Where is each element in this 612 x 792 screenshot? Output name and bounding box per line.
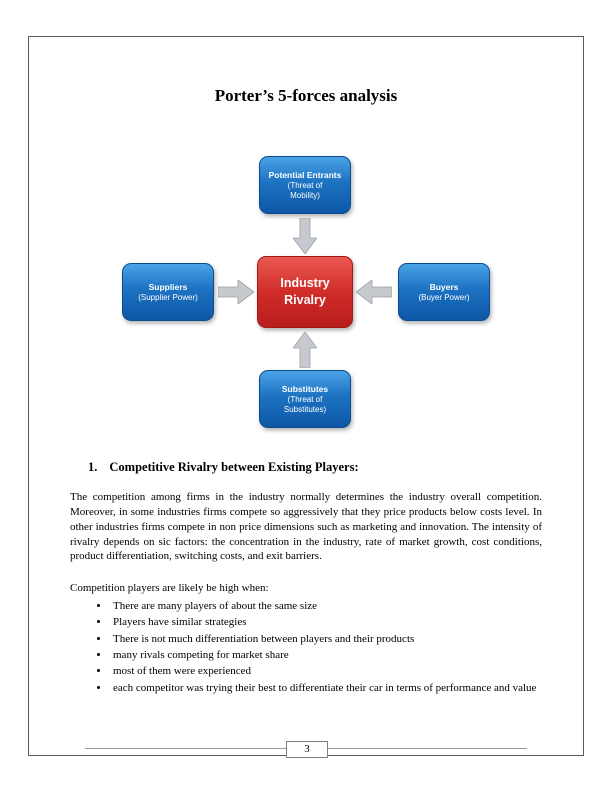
box-subtitle-line1: (Threat of xyxy=(287,180,323,190)
section-number: 1. xyxy=(88,460,98,474)
page-title: Porter’s 5-forces analysis xyxy=(214,86,398,105)
arrow-left-icon xyxy=(356,280,392,304)
box-title: Suppliers xyxy=(148,281,188,292)
bullet-item: each competitor was trying their best to… xyxy=(110,681,542,696)
diagram-box-buyers: Buyers (Buyer Power) xyxy=(398,263,490,321)
center-box-line2: Rivalry xyxy=(284,293,326,307)
section-heading-text: Competitive Rivalry between Existing Pla… xyxy=(109,460,359,474)
diagram-box-substitutes: Substitutes (Threat of Substitutes) xyxy=(259,370,351,428)
bullet-item: There is not much differentiation betwee… xyxy=(110,632,542,647)
box-subtitle: (Buyer Power) xyxy=(418,292,470,302)
box-subtitle: (Supplier Power) xyxy=(138,292,198,302)
box-title: Potential Entrants xyxy=(268,169,342,180)
arrow-right-icon xyxy=(218,280,254,304)
section-heading: 1. Competitive Rivalry between Existing P… xyxy=(88,460,542,475)
box-title: Substitutes xyxy=(281,383,329,394)
page-number: 3 xyxy=(286,741,328,758)
five-forces-diagram: Potential Entrants (Threat of Mobility) … xyxy=(0,154,612,434)
box-title: Buyers xyxy=(429,281,459,292)
arrow-down-icon xyxy=(293,218,317,254)
box-subtitle-line1: (Threat of xyxy=(287,394,323,404)
diagram-box-potential-entrants: Potential Entrants (Threat of Mobility) xyxy=(259,156,351,214)
diagram-box-industry-rivalry: Industry Rivalry xyxy=(257,256,353,328)
box-subtitle-line2: Mobility) xyxy=(290,190,320,200)
bullet-item: many rivals competing for market share xyxy=(110,648,542,663)
bullet-item: Players have similar strategies xyxy=(110,615,542,630)
bullet-item: There are many players of about the same… xyxy=(110,599,542,614)
body-paragraph-2: Competition players are likely be high w… xyxy=(70,582,269,595)
diagram-box-suppliers: Suppliers (Supplier Power) xyxy=(122,263,214,321)
center-box-line1: Industry xyxy=(280,276,330,290)
bullet-item: most of them were experienced xyxy=(110,664,542,679)
bullet-list: There are many players of about the same… xyxy=(110,599,542,696)
box-subtitle-line2: Substitutes) xyxy=(283,404,327,414)
arrow-up-icon xyxy=(293,332,317,368)
body-paragraph-1: The competition among firms in the indus… xyxy=(70,491,542,563)
